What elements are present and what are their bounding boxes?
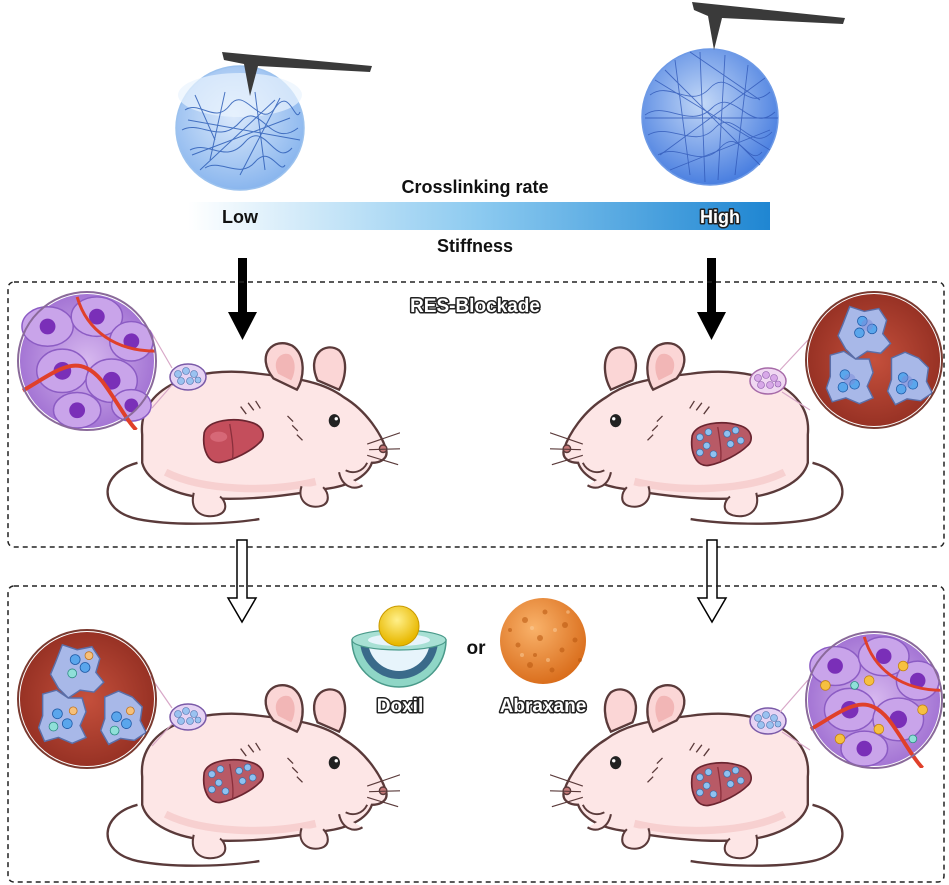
hollow-arrow-left <box>226 539 258 624</box>
afm-tip-right-icon <box>692 2 845 50</box>
crosslinking-gradient-bar <box>188 202 770 230</box>
stiff-hydrogel-icon <box>641 48 779 186</box>
stiffness-label: Stiffness <box>437 236 513 256</box>
zoom-macrophage-red-left <box>17 629 173 769</box>
high-label: High <box>700 207 740 227</box>
zoom-macrophage-red-right <box>779 291 943 429</box>
solid-arrow-left <box>228 258 257 340</box>
or-label: or <box>467 638 487 659</box>
doxil-label: Doxil <box>377 696 423 717</box>
zoom-tumor-drugs-right <box>779 631 943 769</box>
abraxane-nanoparticle-icon <box>500 598 586 684</box>
res-blockade-panel <box>7 281 945 548</box>
abraxane-label: Abraxane <box>500 696 587 717</box>
low-label: Low <box>222 207 259 227</box>
mouse-right-panel2 <box>548 685 842 866</box>
solid-arrow-right <box>697 258 726 340</box>
crosslinking-rate-label: Crosslinking rate <box>401 177 548 197</box>
res-blockade-title: RES-Blockade <box>410 296 540 317</box>
soft-hydrogel-icon <box>175 65 305 191</box>
treatment-panel <box>7 585 945 883</box>
afm-tip-left-icon <box>222 52 372 96</box>
mouse-right-panel1 <box>548 343 842 524</box>
zoom-tumor-purple-left <box>17 291 173 431</box>
doxil-liposome-icon <box>351 605 447 688</box>
hollow-arrow-right <box>696 539 728 624</box>
